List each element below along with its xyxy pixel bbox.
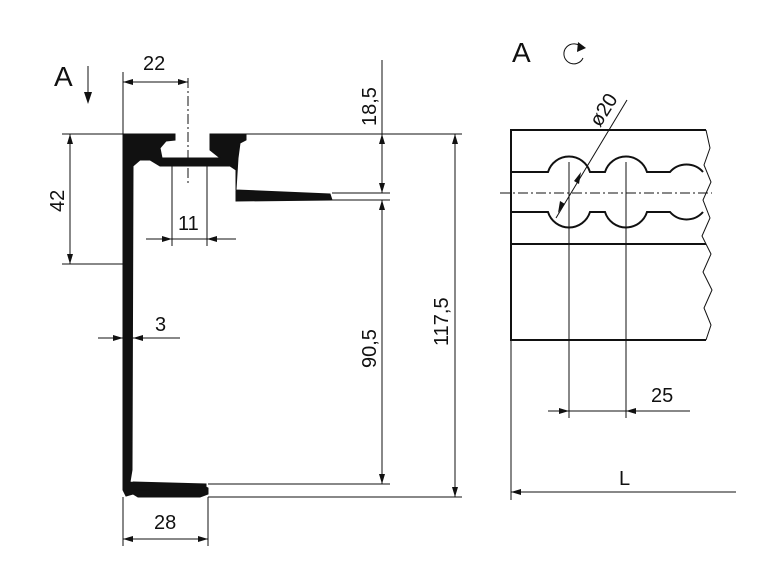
dim-lip-width: 11 [146,166,236,246]
dim-top-width-text: 22 [143,53,165,75]
view-label-a-left: A [54,61,73,92]
profile-section: A 22 42 [47,53,462,546]
dim-hole-pitch-text: 25 [651,385,673,407]
dim-wall-thickness-text: 3 [155,314,166,336]
dim-top-width: 22 [122,53,188,134]
view-a-frame [510,129,706,341]
dim-wall-thickness: 3 [98,314,180,341]
dim-bottom-width-text: 28 [154,512,176,534]
dim-inner-height-text: 90,5 [359,329,381,368]
dim-top-height: 18,5 [359,60,385,193]
dim-hole-pitch: 25 [548,385,690,414]
dim-length: L [510,340,736,500]
dim-hole-diameter-text: ø20 [586,90,623,131]
profile-bottom-ledge [132,481,207,491]
view-label-a-right: A [512,37,531,68]
dim-inner-height: 90,5 [359,200,385,484]
dim-total-height: 117,5 [431,134,458,497]
rotate-arrow-icon [563,42,586,65]
dim-flange-height: 42 [47,133,123,265]
dim-flange-height-text: 42 [47,190,69,212]
dim-lip-width-text: 11 [178,213,199,235]
profile-shape [122,133,333,498]
dim-total-height-text: 117,5 [431,297,453,346]
hole-band-bottom [511,211,704,229]
dim-top-height-text: 18,5 [359,87,381,126]
hole-band-top [511,155,704,173]
down-arrow-icon [84,66,92,104]
view-a: A ø20 25 [500,37,736,500]
dim-bottom-width: 28 [122,497,209,546]
dim-length-text: L [619,468,630,490]
break-line [701,129,713,341]
dim-hole-diameter: ø20 [555,90,628,219]
